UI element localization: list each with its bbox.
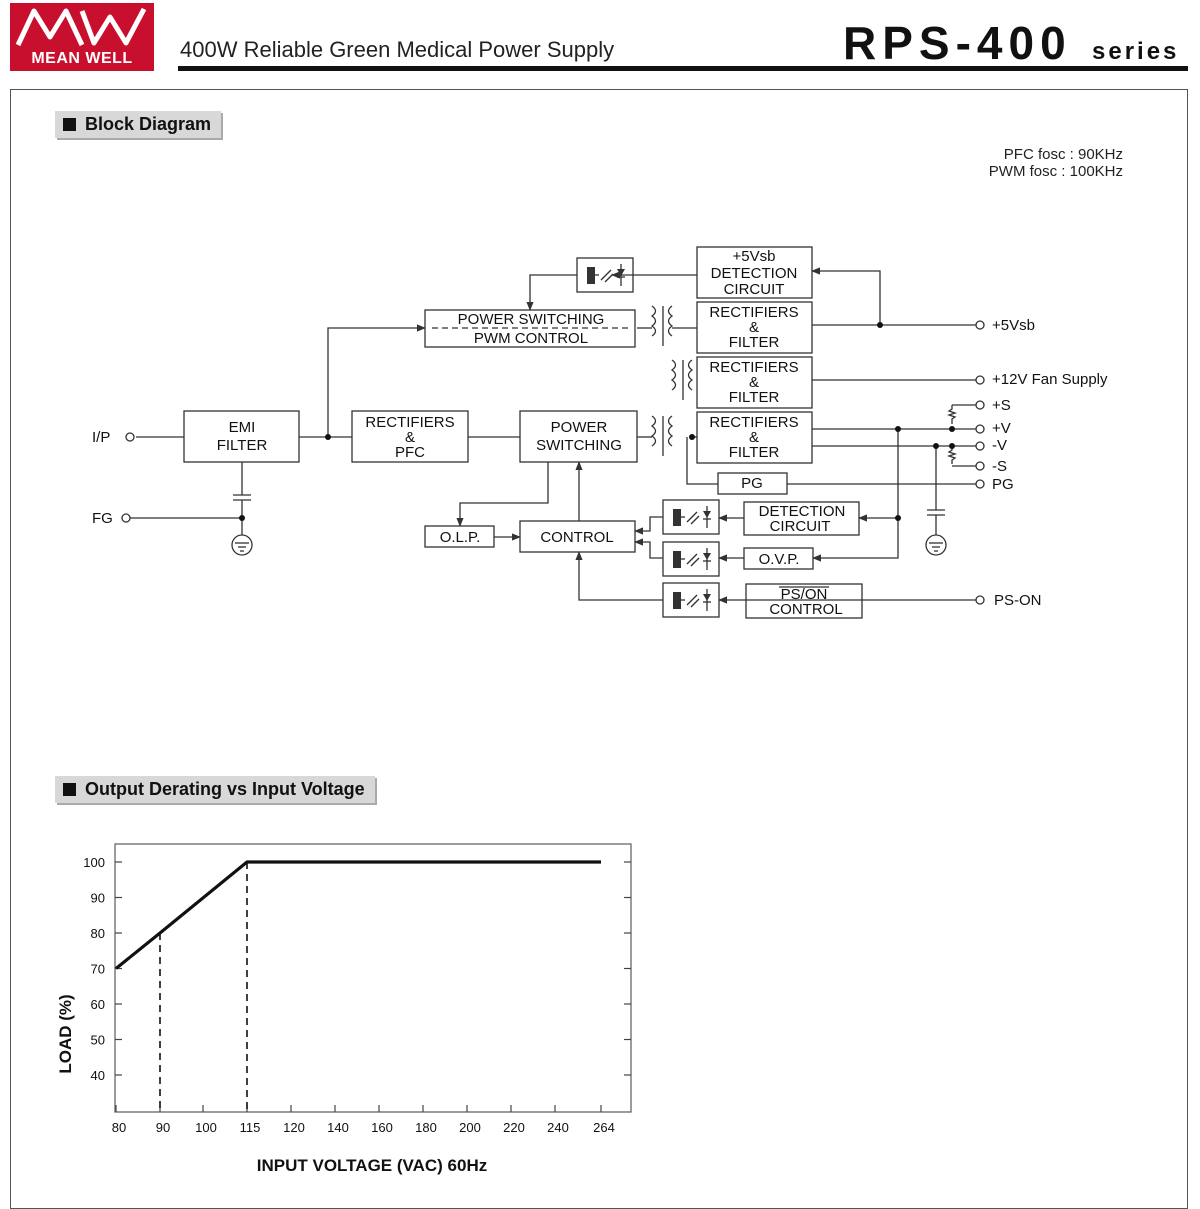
model-name: RPS-400 <box>843 17 1072 69</box>
x-tick-label: 240 <box>547 1120 569 1135</box>
x-tick-label: 200 <box>459 1120 481 1135</box>
mw-logo-mark <box>15 7 147 47</box>
svg-text:PFC: PFC <box>395 444 425 461</box>
header-rule <box>178 66 1188 71</box>
x-tick-label: 100 <box>195 1120 217 1135</box>
plot-area <box>114 843 632 1113</box>
svg-text:POWER: POWER <box>551 419 608 436</box>
pwm-frequency-note: PWM fosc : 100KHz <box>988 163 1123 180</box>
fan-supply-terminal-label: +12V Fan Supply <box>992 371 1108 388</box>
series-label: series <box>1092 38 1180 65</box>
rectifiers-filter-5vsb-block: RECTIFIERS & FILTER <box>696 301 813 354</box>
svg-text:&: & <box>405 429 415 446</box>
svg-text:CONTROL: CONTROL <box>769 601 842 618</box>
svg-text:FILTER: FILTER <box>729 334 780 351</box>
pfc-frequency-note: PFC fosc : 90KHz <box>1003 146 1123 163</box>
svg-text:PS/ON: PS/ON <box>781 586 828 603</box>
bullet-square-icon <box>63 783 76 796</box>
block-diagram: EMI FILTER RECTIFIERS & PFC POWER SWITCH… <box>92 246 1108 619</box>
x-tick-label: 180 <box>415 1120 437 1135</box>
rectifiers-filter-fan-block: RECTIFIERS & FILTER <box>696 356 813 409</box>
bullet-square-icon <box>63 118 76 131</box>
x-tick-label: 115 <box>240 1120 261 1135</box>
vsb-terminal-label: +5Vsb <box>992 317 1035 334</box>
svg-text:EMI: EMI <box>229 419 256 436</box>
x-tick-label: 220 <box>503 1120 525 1135</box>
fg-terminal-label: FG <box>92 510 113 527</box>
minus-sense-terminal-label: -S <box>992 458 1007 475</box>
svg-text:&: & <box>749 319 759 336</box>
y-tick-label: 80 <box>91 926 105 941</box>
plus-sense-terminal-label: +S <box>992 397 1011 414</box>
svg-text:O.V.P.: O.V.P. <box>759 551 800 568</box>
ps-on-control-block: PS/ON CONTROL <box>745 583 863 619</box>
svg-text:CONTROL: CONTROL <box>540 529 613 546</box>
svg-text:&: & <box>749 374 759 391</box>
y-tick-label: 100 <box>83 855 105 870</box>
vsb-detection-block: +5Vsb DETECTION CIRCUIT <box>696 246 813 299</box>
derating-heading: Output Derating vs Input Voltage <box>55 776 375 803</box>
svg-text:PWM CONTROL: PWM CONTROL <box>474 330 588 347</box>
svg-text:SWITCHING: SWITCHING <box>536 437 622 454</box>
svg-text:CIRCUIT: CIRCUIT <box>770 518 831 535</box>
x-tick-label: 264 <box>593 1120 615 1135</box>
product-subtitle: 400W Reliable Green Medical Power Supply <box>180 37 615 62</box>
plus-v-terminal-label: +V <box>992 420 1011 437</box>
logo-text: MEAN WELL <box>31 50 133 67</box>
svg-text:FILTER: FILTER <box>217 437 268 454</box>
svg-text:FILTER: FILTER <box>729 444 780 461</box>
svg-text:DETECTION: DETECTION <box>711 265 798 282</box>
svg-text:PG: PG <box>741 475 763 492</box>
x-axis-label: INPUT VOLTAGE (VAC) 60Hz <box>257 1156 487 1175</box>
x-tick-label: 120 <box>283 1120 305 1135</box>
x-tick-label: 80 <box>112 1120 126 1135</box>
mean-well-logo: MEAN WELL <box>10 3 154 71</box>
block-diagram-title: Block Diagram <box>85 114 212 134</box>
input-terminal-label: I/P <box>92 429 110 446</box>
y-tick-label: 90 <box>91 891 105 906</box>
y-tick-label: 70 <box>91 962 105 977</box>
svg-text:O.L.P.: O.L.P. <box>440 529 481 546</box>
derating-curve <box>114 860 601 970</box>
x-tick-label: 140 <box>327 1120 349 1135</box>
svg-text:DETECTION: DETECTION <box>759 503 846 520</box>
svg-text:CIRCUIT: CIRCUIT <box>724 281 785 298</box>
svg-text:RECTIFIERS: RECTIFIERS <box>365 414 454 431</box>
svg-text:FILTER: FILTER <box>729 389 780 406</box>
y-tick-label: 50 <box>91 1033 105 1048</box>
pwm-control-block: POWER SWITCHING PWM CONTROL <box>424 309 636 348</box>
pg-terminal-label: PG <box>992 476 1014 493</box>
ps-on-terminal-label: PS-ON <box>994 592 1042 609</box>
svg-text:+5Vsb: +5Vsb <box>733 248 776 265</box>
detection-circuit-block: DETECTION CIRCUIT <box>743 501 860 536</box>
y-axis-label: LOAD (%) <box>56 994 75 1073</box>
minus-v-terminal-label: -V <box>992 437 1007 454</box>
block-diagram-heading: Block Diagram <box>55 111 222 138</box>
x-tick-label: 160 <box>371 1120 393 1135</box>
y-tick-label: 60 <box>91 997 105 1012</box>
svg-text:RECTIFIERS: RECTIFIERS <box>709 359 798 376</box>
svg-text:&: & <box>749 429 759 446</box>
y-tick-label: 40 <box>91 1068 105 1083</box>
x-tick-label: 90 <box>156 1120 170 1135</box>
svg-text:POWER SWITCHING: POWER SWITCHING <box>458 311 605 328</box>
svg-text:RECTIFIERS: RECTIFIERS <box>709 304 798 321</box>
svg-text:RECTIFIERS: RECTIFIERS <box>709 414 798 431</box>
derating-title: Output Derating vs Input Voltage <box>85 779 365 799</box>
